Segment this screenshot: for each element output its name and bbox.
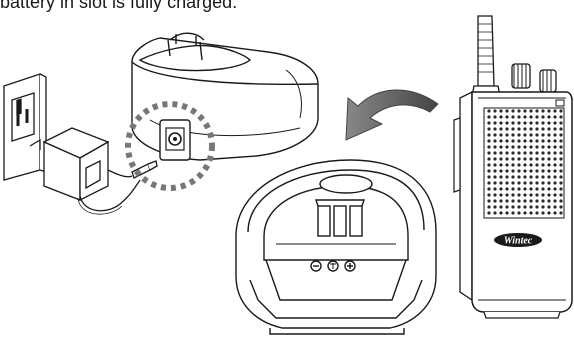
radio-brand-logo: Wintec: [504, 236, 533, 247]
two-way-radio-icon: Wintec: [454, 16, 572, 318]
wall-outlet-icon: [4, 74, 46, 180]
charger-cradle-icon: [236, 160, 436, 334]
rotate-arrow-icon: [346, 90, 438, 140]
